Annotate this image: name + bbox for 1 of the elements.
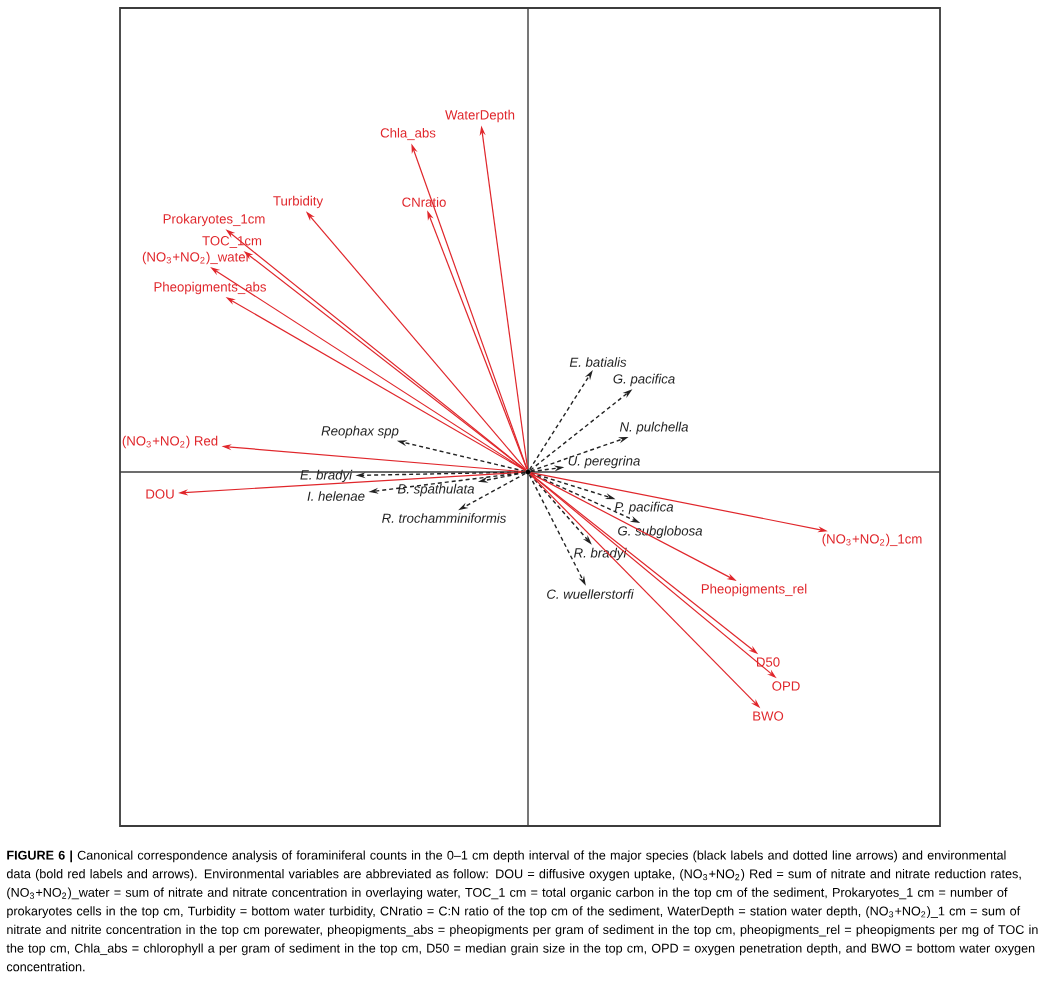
origin-point	[525, 469, 531, 475]
